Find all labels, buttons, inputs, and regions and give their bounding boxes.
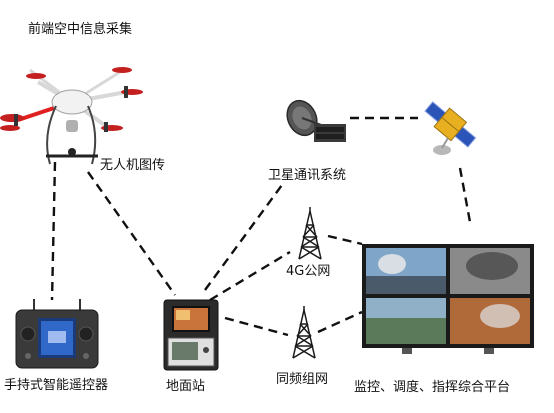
satellite-dish-image xyxy=(280,96,350,151)
handheld-controller-image xyxy=(14,298,100,377)
network-4g-label: 4G公网 xyxy=(286,264,331,279)
link-drone-ground xyxy=(87,171,176,296)
link-ground-samefreq xyxy=(224,316,289,337)
platform-label: 监控、调度、指挥综合平台 xyxy=(354,380,511,395)
link-samefreq-platform xyxy=(317,310,363,334)
tower-samefreq-image xyxy=(288,304,320,365)
drone-body xyxy=(51,89,93,115)
satellite-comm-label: 卫星通讯系统 xyxy=(268,168,347,183)
handheld-controller-label: 手持式智能遥控器 xyxy=(4,378,109,393)
link-ground-satdish xyxy=(204,184,283,291)
link-ground-4g xyxy=(209,250,291,302)
drone-label: 无人机图传 xyxy=(100,158,166,173)
drone-image xyxy=(0,62,145,179)
platform-display-image xyxy=(362,244,534,359)
link-drone-controller xyxy=(50,161,57,301)
ground-station-image xyxy=(162,298,220,377)
camera-gimbal xyxy=(66,120,78,132)
satellite-image xyxy=(418,96,480,171)
ground-station-label: 地面站 xyxy=(166,379,206,394)
diagram-title: 前端空中信息采集 xyxy=(28,22,133,37)
same-freq-label: 同频组网 xyxy=(276,372,329,387)
link-satellite-platform xyxy=(458,167,472,223)
tower-4g-image xyxy=(294,205,326,266)
link-4g-platform xyxy=(327,234,363,246)
